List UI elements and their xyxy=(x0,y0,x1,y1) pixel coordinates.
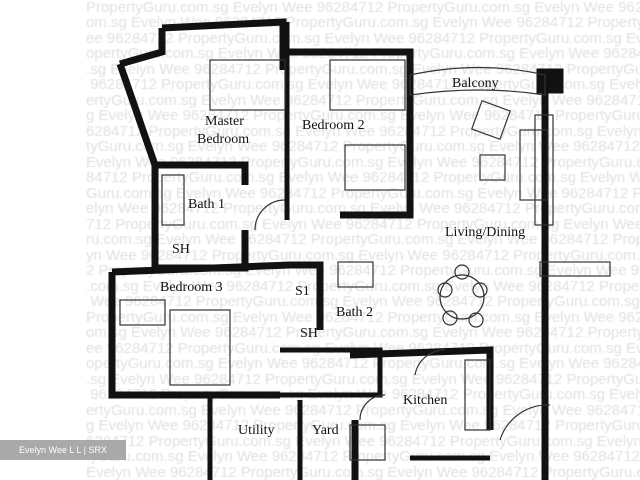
room-label-balcony: Balcony xyxy=(452,76,499,91)
wall xyxy=(155,161,249,185)
room-label-bath2: Bath 2 xyxy=(336,305,373,320)
dining-table xyxy=(439,274,485,320)
kitchen-counter xyxy=(464,359,491,431)
wall xyxy=(210,347,383,398)
bath2-fixture xyxy=(337,261,374,288)
yard-fixture xyxy=(349,424,386,461)
room-label-living: Living/Dining xyxy=(445,225,526,240)
room-label-master-1: Master xyxy=(205,114,244,129)
door-swing xyxy=(359,394,386,421)
armchair xyxy=(471,100,511,140)
bed2-side xyxy=(344,144,406,191)
room-label-sh2: SH xyxy=(300,326,318,341)
balcony-outline xyxy=(409,66,546,96)
room-label-bedroom2: Bedroom 2 xyxy=(302,118,365,133)
window-2 xyxy=(539,261,611,277)
wall xyxy=(116,62,159,167)
coffee-table xyxy=(479,154,506,181)
room-label-bath1: Bath 1 xyxy=(188,197,225,212)
room-label-utility: Utility xyxy=(238,423,275,438)
bed3-desk xyxy=(119,299,166,326)
door-swing xyxy=(254,199,286,231)
room-label-s1: S1 xyxy=(295,284,310,299)
bed3 xyxy=(169,309,231,386)
room-label-bedroom3: Bedroom 3 xyxy=(160,280,223,295)
fixtures xyxy=(119,59,611,461)
walls xyxy=(108,18,564,480)
wall xyxy=(287,48,414,219)
wall xyxy=(111,261,324,330)
bed2 xyxy=(329,59,406,111)
wall xyxy=(161,18,287,70)
sofa xyxy=(519,129,549,201)
window xyxy=(534,114,554,226)
wall xyxy=(119,28,166,68)
room-label-kitchen: Kitchen xyxy=(403,393,448,408)
room-label-master-2: Bedroom xyxy=(197,132,250,147)
wall xyxy=(151,165,249,272)
bath1-fixture xyxy=(161,174,185,226)
room-label-sh1: SH xyxy=(172,242,190,257)
caption-badge: Evelyn Wee L L | SRX PROPERTY xyxy=(0,440,126,475)
door-swing xyxy=(414,349,446,376)
room-label-yard: Yard xyxy=(312,423,339,438)
master-bed xyxy=(209,59,286,111)
door-swing xyxy=(499,404,551,441)
